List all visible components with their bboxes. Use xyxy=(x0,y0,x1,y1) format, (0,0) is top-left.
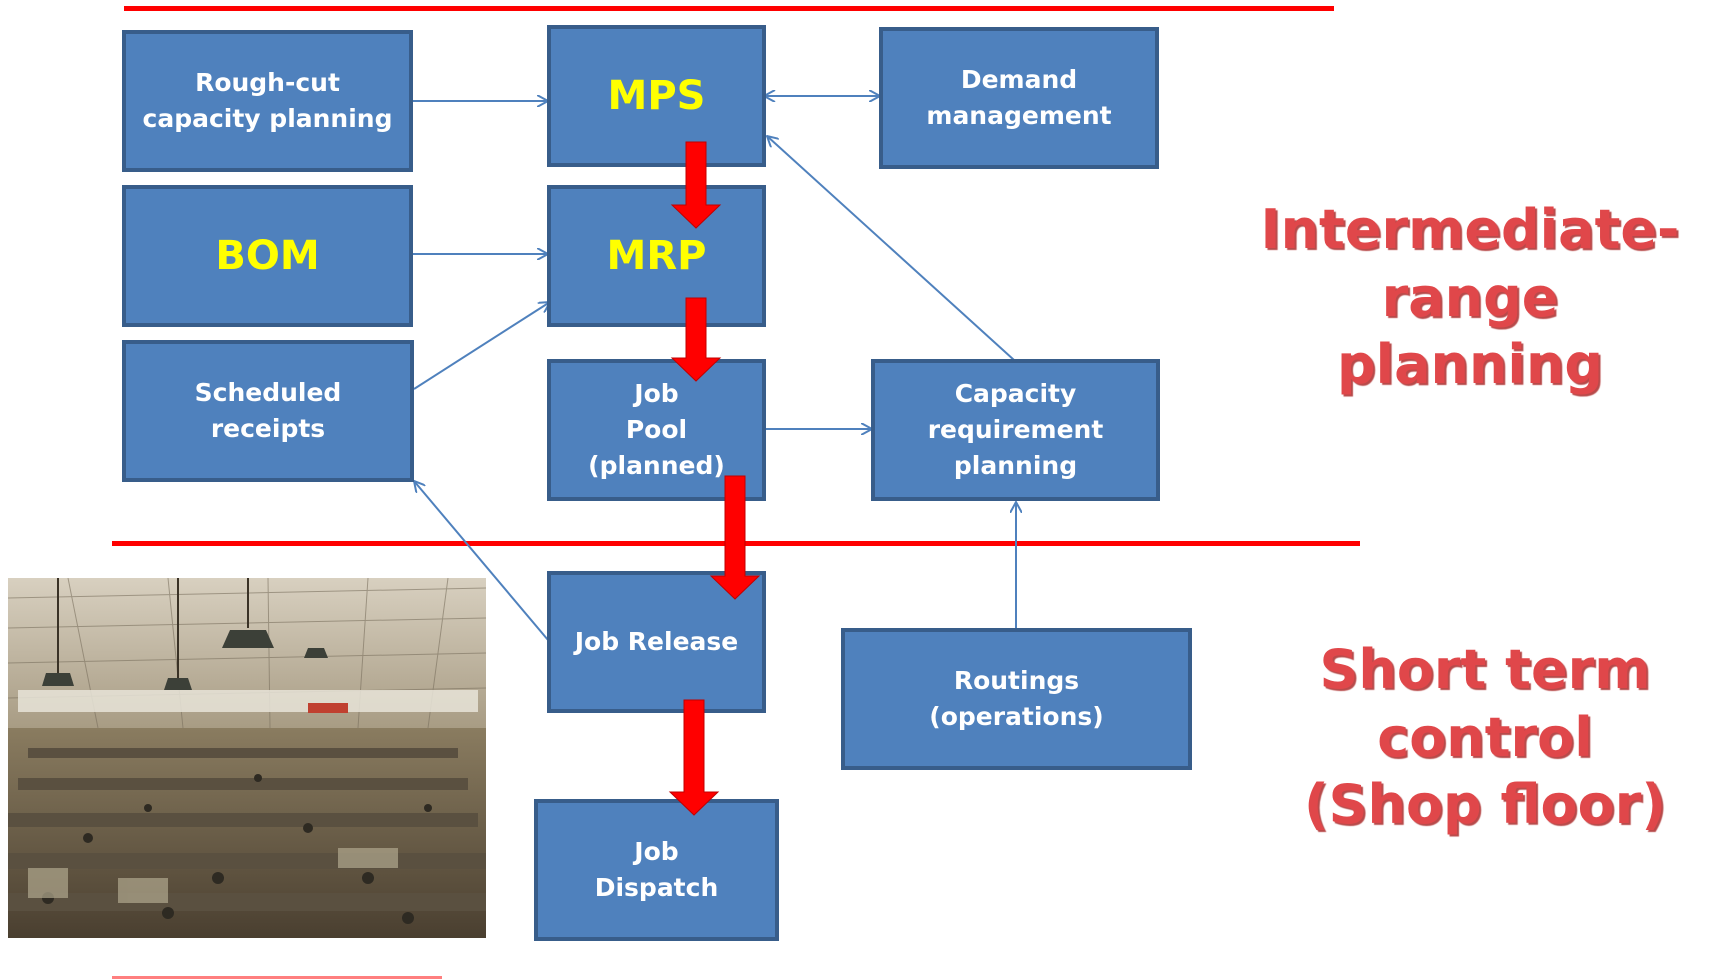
top-divider xyxy=(124,6,1334,11)
job-pool-box: Job Pool (planned) xyxy=(547,359,766,501)
scheduled-receipts-box: Scheduled receipts xyxy=(122,340,414,482)
red-arrow-release-dispatch xyxy=(668,699,720,816)
intermediate-range-planning-label: Intermediate-range planning xyxy=(1260,198,1680,396)
rough-cut-capacity-planning-box: Rough-cut capacity planning xyxy=(122,30,413,172)
red-arrow-jobpool-release xyxy=(709,475,761,600)
arrow-release-to-scheduled xyxy=(414,481,549,641)
short-term-control-label: Short term control (Shop floor) xyxy=(1303,638,1667,836)
factory-floor-photo xyxy=(8,578,486,938)
job-release-box: Job Release xyxy=(547,571,766,713)
red-arrow-mrp-jobpool xyxy=(670,297,722,382)
demand-management-box: Demand management xyxy=(879,27,1159,169)
mrp-box: MRP xyxy=(547,185,766,327)
job-dispatch-box: Job Dispatch xyxy=(534,799,779,941)
arrow-capacity-to-mps xyxy=(767,136,1015,361)
red-arrow-mps-mrp xyxy=(670,141,722,229)
arrow-scheduled-to-mrp xyxy=(413,302,550,390)
bom-box: BOM xyxy=(122,185,413,327)
capacity-requirement-planning-box: Capacity requirement planning xyxy=(871,359,1160,501)
routings-box: Routings (operations) xyxy=(841,628,1192,770)
mps-box: MPS xyxy=(547,25,766,167)
